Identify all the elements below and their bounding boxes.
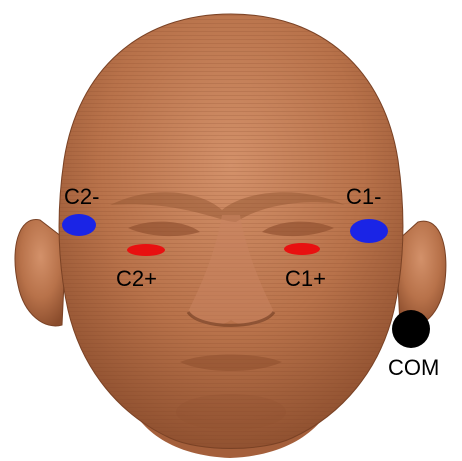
right-ear: [15, 220, 66, 326]
label-com: COM: [388, 357, 439, 379]
label-c1-minus: C1-: [346, 186, 381, 208]
label-c2-plus: C2+: [116, 268, 157, 290]
electrode-c2-plus: [127, 244, 165, 256]
left-ear: [396, 221, 446, 327]
electrode-c1-minus: [350, 219, 388, 243]
label-c1-plus: C1+: [285, 268, 326, 290]
electrode-c2-minus: [62, 214, 96, 236]
label-c2-minus: C2-: [64, 186, 99, 208]
electrode-com: [392, 310, 430, 348]
electrode-c1-plus: [284, 243, 320, 255]
